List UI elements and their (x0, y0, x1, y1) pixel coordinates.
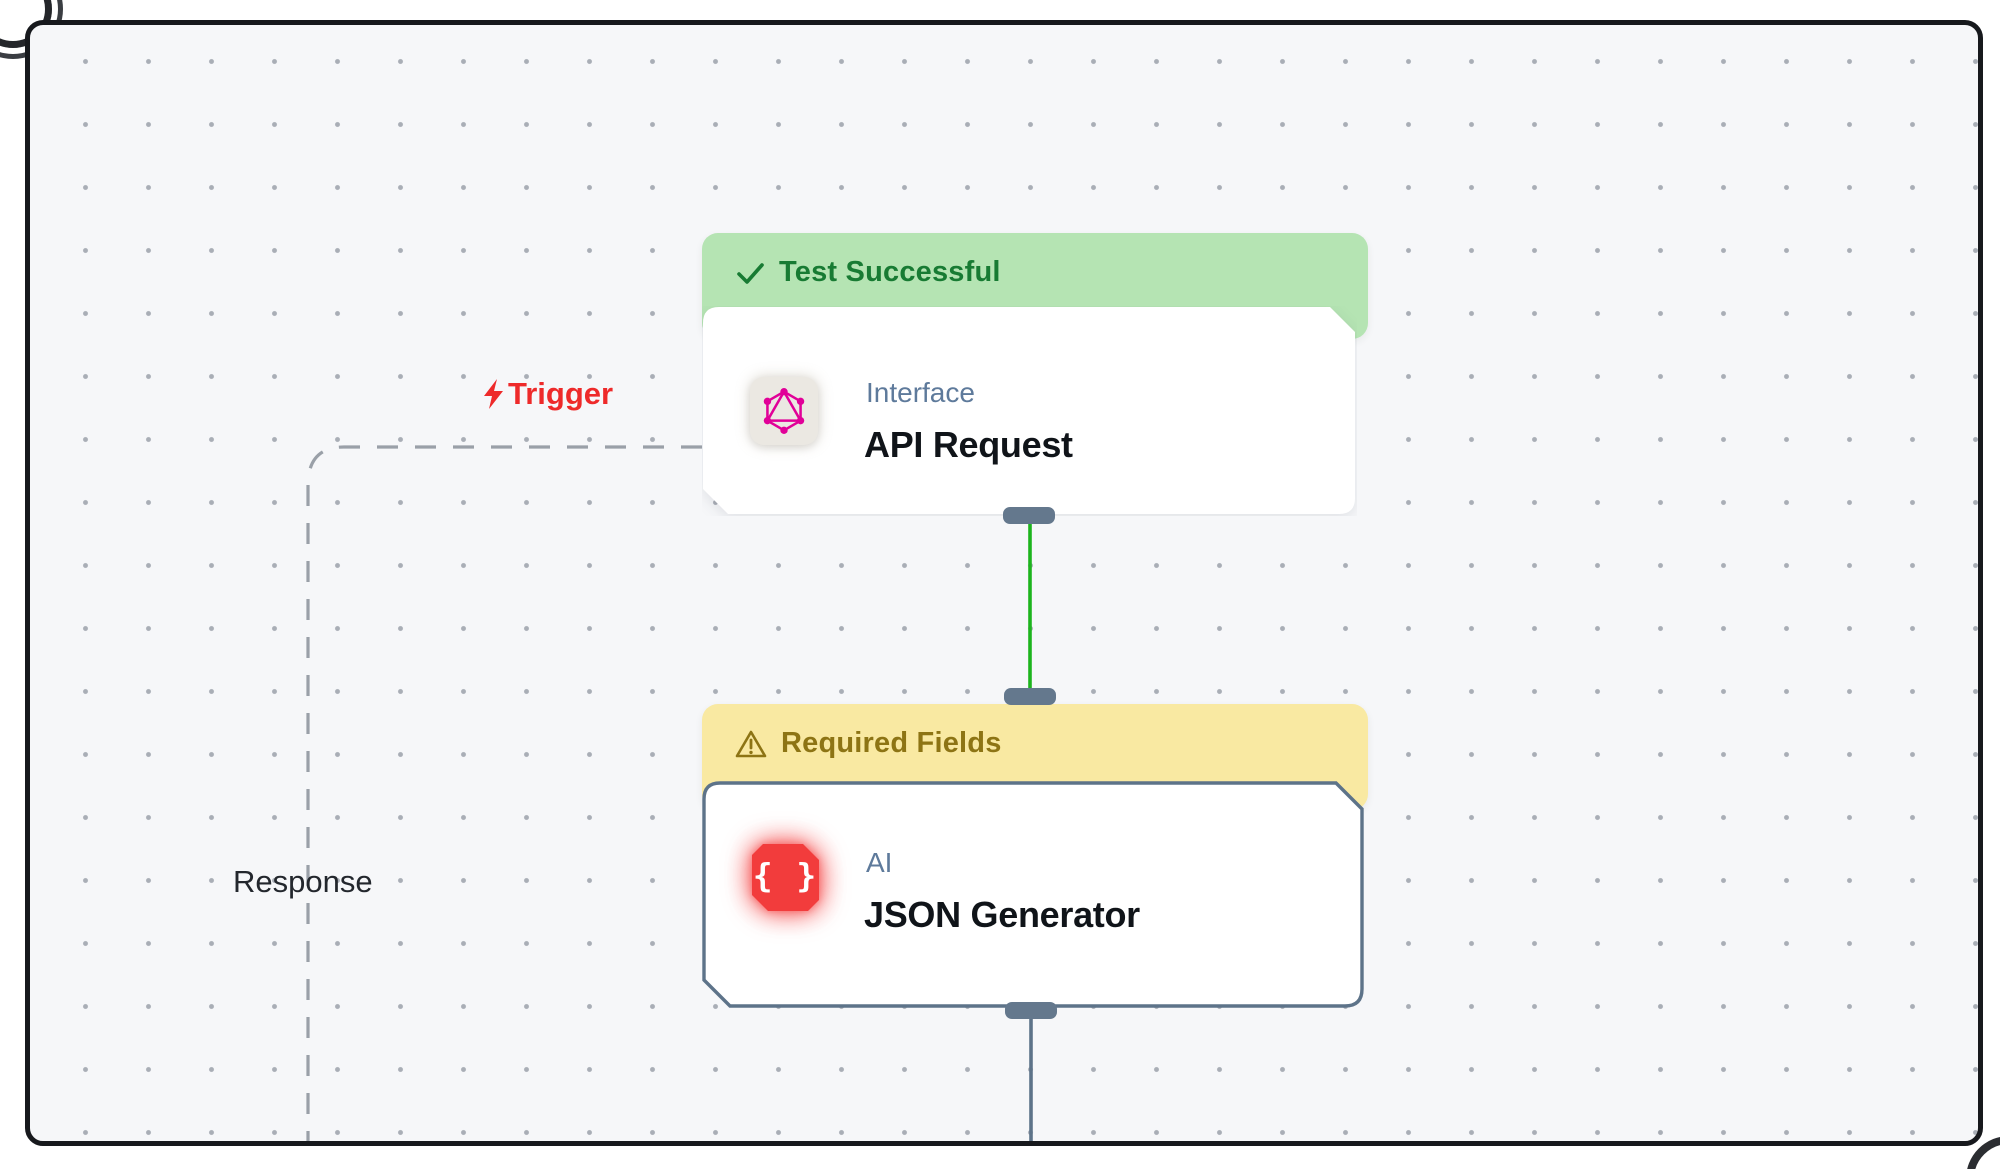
workflow-canvas[interactable]: Trigger Response Test Successful (25, 20, 1983, 1146)
response-edge-label: Response (233, 864, 373, 900)
lightning-bolt-icon (484, 379, 503, 409)
trigger-edge-label: Trigger (482, 376, 613, 412)
trigger-edge-label-text: Trigger (508, 376, 614, 411)
graphql-icon (750, 377, 818, 445)
braces-glyph: { } (752, 856, 819, 895)
edge-layer (306, 445, 1033, 1146)
check-icon (737, 262, 764, 284)
json-braces-icon: { } (752, 844, 819, 911)
output-handle-api-request[interactable] (1003, 507, 1055, 524)
response-edge-label-text: Response (233, 864, 373, 899)
node-status-text: Test Successful (779, 256, 1001, 288)
node-status-text: Required Fields (781, 727, 1002, 759)
node-card-api-request[interactable] (702, 306, 1357, 516)
warning-icon (735, 730, 767, 757)
node-title: JSON Generator (864, 894, 1140, 935)
input-handle-json-generator[interactable] (1004, 688, 1056, 705)
node-title: API Request (864, 424, 1073, 465)
node-category-label: AI (866, 847, 893, 878)
trigger-response-dashed-edge[interactable] (306, 445, 702, 1146)
output-handle-json-generator[interactable] (1005, 1002, 1057, 1019)
node-card-json-generator[interactable] (702, 781, 1365, 1010)
node-category-label: Interface (866, 377, 975, 408)
